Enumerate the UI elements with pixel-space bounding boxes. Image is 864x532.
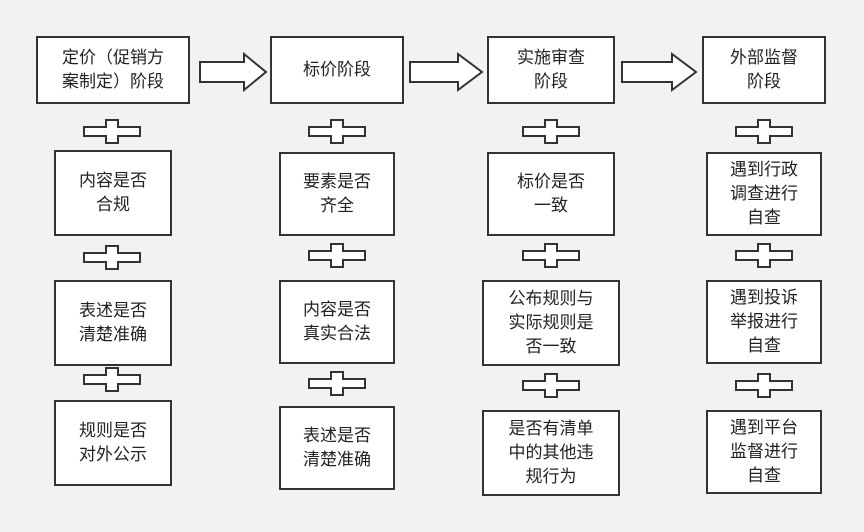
plus-icon [308, 119, 366, 144]
plus-icon [522, 119, 580, 144]
stage-3-item-3: 是否有清单 中的其他违 规行为 [482, 410, 620, 496]
plus-icon [83, 119, 141, 144]
plus-icon [735, 119, 793, 144]
arrow-right-icon [621, 52, 698, 92]
plus-icon [735, 243, 793, 268]
stage-1-item-1: 内容是否 合规 [54, 150, 172, 236]
stage-4-item-2: 遇到投诉 举报进行 自查 [706, 280, 822, 364]
plus-icon [735, 373, 793, 398]
stage-1-item-3: 规则是否 对外公示 [54, 400, 172, 486]
stage-3-header: 实施审查 阶段 [487, 36, 615, 104]
stage-4-item-1: 遇到行政 调查进行 自查 [706, 152, 822, 236]
stage-2-item-2: 内容是否 真实合法 [279, 280, 395, 364]
plus-icon [522, 373, 580, 398]
plus-icon [522, 243, 580, 268]
stage-3-item-2: 公布规则与 实际规则是 否一致 [482, 280, 620, 366]
stage-4-item-3: 遇到平台 监督进行 自查 [706, 410, 822, 494]
plus-icon [308, 243, 366, 268]
stage-2-item-1: 要素是否 齐全 [279, 152, 395, 236]
plus-icon [83, 245, 141, 270]
arrow-right-icon [199, 51, 268, 93]
stage-2-item-3: 表述是否 清楚准确 [279, 406, 395, 490]
stage-2-header: 标价阶段 [270, 36, 404, 104]
plus-icon [83, 367, 141, 392]
stage-1-header: 定价（促销方 案制定）阶段 [36, 36, 190, 104]
stage-4-header: 外部监督 阶段 [702, 36, 826, 104]
stage-3-item-1: 标价是否 一致 [487, 152, 615, 236]
plus-icon [308, 371, 366, 396]
arrow-right-icon [409, 52, 484, 92]
stage-1-item-2: 表述是否 清楚准确 [54, 280, 172, 366]
